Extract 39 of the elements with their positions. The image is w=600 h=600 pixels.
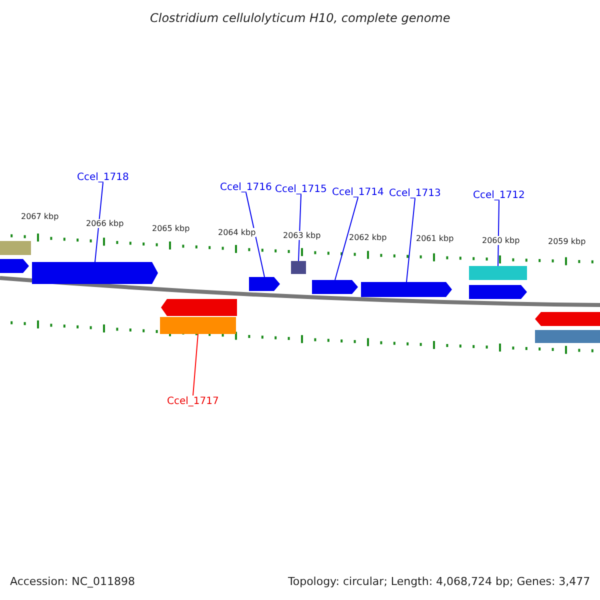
accession-note: Accession: NC_011898 xyxy=(10,575,136,588)
scale-label: 2065 kbp xyxy=(152,224,190,234)
gene-label: Ccel_1715 xyxy=(275,184,327,194)
scale-label: 2066 kbp xyxy=(86,219,124,228)
gene-bar xyxy=(469,266,527,280)
scale-label: 2063 kbp xyxy=(283,231,321,240)
gene-label: Ccel_1718 xyxy=(77,172,129,182)
scale-label: 2061 kbp xyxy=(416,234,454,244)
leader-line xyxy=(334,197,358,280)
gene-bar xyxy=(535,330,600,343)
leader-line xyxy=(246,192,265,278)
leader-line xyxy=(94,182,104,262)
gene-bar xyxy=(160,317,236,334)
genome-summary: Topology: circular; Length: 4,068,724 bp; Genes: 3,477 xyxy=(288,575,590,588)
leader-line xyxy=(498,200,500,266)
scale-label: 2067 kbp xyxy=(21,212,59,222)
gene-block xyxy=(469,285,527,299)
gene-block xyxy=(312,280,358,294)
gene-bar xyxy=(0,241,31,255)
gene-block xyxy=(0,259,29,273)
gene-label: Ccel_1713 xyxy=(389,188,441,198)
gene-bar xyxy=(291,261,306,274)
scale-label: 2060 kbp xyxy=(482,236,520,246)
gene-label: Ccel_1714 xyxy=(332,186,384,198)
scale-label: 2062 kbp xyxy=(349,233,387,242)
gene-block xyxy=(161,299,237,316)
scale-label: 2059 kbp xyxy=(548,237,586,246)
leader-line xyxy=(298,194,302,262)
scale-label: 2064 kbp xyxy=(218,228,256,238)
gene-label: Ccel_1717 xyxy=(167,396,219,406)
gene-block xyxy=(535,312,600,326)
leader-line xyxy=(192,334,198,396)
gene-block xyxy=(32,262,158,284)
gene-block xyxy=(361,282,452,297)
gene-label: Ccel_1712 xyxy=(473,190,525,200)
leader-line xyxy=(406,198,416,282)
title: Clostridium cellulolyticum H10, complete genome xyxy=(150,10,450,25)
gene-label: Ccel_1716 xyxy=(220,182,272,192)
gene-block xyxy=(249,277,280,291)
